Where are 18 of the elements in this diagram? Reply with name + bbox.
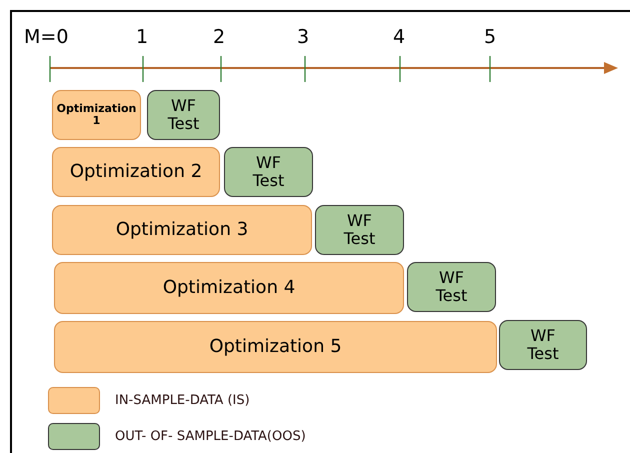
test-box: WF Test: [407, 262, 496, 312]
test-box: WF Test: [147, 90, 220, 140]
axis-tick-label: 3: [297, 26, 310, 48]
test-box: WF Test: [315, 205, 404, 255]
legend-label: IN-SAMPLE-DATA (IS): [115, 393, 250, 408]
optimization-box: Optimization 1: [52, 90, 141, 140]
axis-tick-label: 1: [136, 26, 148, 48]
axis-tick-label: 4: [393, 26, 406, 48]
test-box: WF Test: [224, 147, 313, 197]
legend-label: OUT- OF- SAMPLE-DATA(OOS): [115, 429, 306, 444]
optimization-box: Optimization 5: [54, 321, 497, 373]
optimization-box: Optimization 4: [54, 262, 404, 314]
axis-tick-label: M=0: [24, 26, 68, 48]
optimization-box: Optimization 3: [52, 205, 312, 255]
axis-tick-label: 2: [213, 26, 226, 48]
axis-tick-label: 5: [484, 26, 496, 48]
optimization-box: Optimization 2: [52, 147, 220, 197]
test-box: WF Test: [499, 320, 587, 370]
